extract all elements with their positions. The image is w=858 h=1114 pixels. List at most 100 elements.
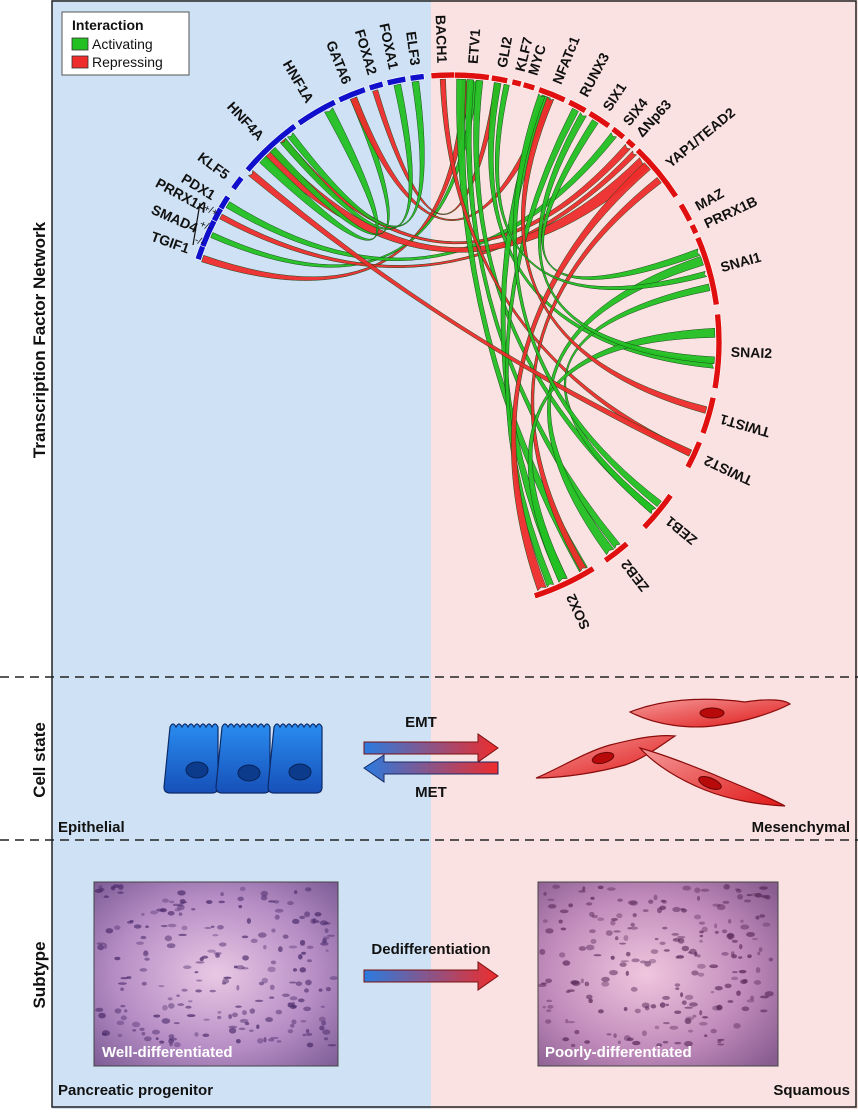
tissue-nucleus <box>665 1003 670 1007</box>
tissue-nucleus <box>307 959 312 963</box>
tissue-nucleus <box>248 1029 254 1032</box>
tissue-nucleus <box>161 1018 171 1024</box>
tissue-nucleus <box>300 939 306 946</box>
tissue-nucleus <box>114 956 121 961</box>
epithelial-cells <box>163 723 323 794</box>
tissue-nucleus <box>582 886 586 891</box>
tissue-nucleus <box>270 1036 279 1040</box>
tissue-nucleus <box>757 951 761 956</box>
tissue-nucleus <box>291 1001 295 1008</box>
tissue-nucleus <box>228 1025 238 1029</box>
tissue-nucleus <box>674 1010 682 1014</box>
tissue-nucleus <box>239 886 246 891</box>
tissue-nucleus <box>731 954 738 959</box>
tissue-nucleus <box>597 917 605 922</box>
tissue-nucleus <box>574 1029 580 1035</box>
tissue-nucleus <box>223 976 232 980</box>
tissue-nucleus <box>656 1043 663 1047</box>
tissue-nucleus <box>218 942 227 947</box>
tissue-nucleus <box>217 1010 222 1014</box>
mesenchymal-tf-arc <box>587 110 612 129</box>
epithelial-tf-label: ELF3 <box>403 30 423 66</box>
activating-link <box>259 107 379 241</box>
mesenchymal-tf-arc <box>454 71 490 81</box>
tissue-nucleus <box>722 900 730 904</box>
tissue-nucleus <box>194 1032 199 1037</box>
tissue-nucleus <box>287 901 294 906</box>
tissue-nucleus <box>547 1004 554 1009</box>
mesenchymal-nucleus <box>698 776 722 790</box>
tissue-nucleus <box>167 910 175 916</box>
tissue-nucleus <box>682 885 692 891</box>
tissue-nucleus <box>545 978 552 984</box>
tissue-nucleus <box>297 998 305 1003</box>
mesenchymal-tf-arc <box>537 86 567 104</box>
tissue-nucleus <box>740 924 750 930</box>
tissue-nucleus <box>238 905 243 909</box>
tissue-nucleus <box>746 893 753 897</box>
tissue-nucleus <box>168 900 175 904</box>
tissue-nucleus <box>562 1037 570 1042</box>
tissue-nucleus <box>118 884 124 890</box>
tissue-nucleus <box>273 900 280 904</box>
tissue-nucleus <box>303 1006 312 1012</box>
mesenchymal-tf-arc <box>430 71 455 80</box>
tissue-nucleus <box>605 930 613 936</box>
tissue-nucleus <box>194 971 199 974</box>
activating-link <box>563 283 711 515</box>
met-label: MET <box>415 784 447 801</box>
tissue-nucleus <box>291 1019 297 1025</box>
tissue-nucleus <box>160 924 168 928</box>
tissue-nucleus <box>543 891 547 896</box>
tissue-nucleus <box>177 890 186 896</box>
tissue-nucleus <box>662 995 671 1000</box>
tissue-nucleus <box>315 920 320 923</box>
mesenchymal-tf-arc <box>624 137 637 150</box>
activating-link <box>465 79 621 550</box>
tissue-nucleus <box>580 978 584 984</box>
legend-activating-label: Activating <box>92 36 153 52</box>
tissue-nucleus <box>97 944 105 951</box>
tissue-nucleus <box>750 995 755 1001</box>
tissue-nucleus <box>205 900 213 904</box>
tissue-nucleus <box>625 970 629 976</box>
tissue-nucleus <box>681 945 690 952</box>
tissue-nucleus <box>220 892 224 897</box>
tissue-nucleus <box>567 989 575 993</box>
tissue-nucleus <box>610 920 616 926</box>
tissue-nucleus <box>721 952 729 956</box>
tissue-nucleus <box>697 972 705 977</box>
tissue-nucleus <box>117 1033 123 1037</box>
tissue-nucleus <box>276 1040 282 1043</box>
tissue-nucleus <box>323 1037 329 1041</box>
tissue-nucleus <box>737 894 744 900</box>
repressing-link <box>264 147 650 253</box>
tissue-nucleus <box>172 903 180 907</box>
tissue-nucleus <box>733 1023 741 1029</box>
tissue-nucleus <box>271 928 276 933</box>
tissue-nucleus <box>232 1012 238 1018</box>
tissue-nucleus <box>140 935 147 940</box>
tissue-nucleus <box>760 1009 768 1013</box>
row-label-subtype: Subtype <box>30 941 49 1008</box>
tissue-nucleus <box>258 981 265 986</box>
tissue-nucleus <box>265 1017 273 1023</box>
tissue-nucleus <box>242 955 249 961</box>
epithelial-cell <box>163 723 219 794</box>
tissue-nucleus <box>610 955 615 960</box>
emt-label: EMT <box>405 714 437 731</box>
mesenchymal-tf-arc <box>684 440 703 470</box>
met-arrow: MET <box>363 754 499 801</box>
tissue-nucleus <box>155 1037 159 1041</box>
tissue-nucleus <box>120 977 129 980</box>
smad4-genotype-het: +/- <box>198 219 213 234</box>
tissue-nucleus <box>709 964 719 969</box>
legend: Interaction Activating Repressing <box>61 11 190 76</box>
tissue-nucleus <box>141 912 145 916</box>
tissue-nucleus <box>593 954 602 957</box>
tissue-nucleus <box>235 1005 242 1008</box>
tissue-nucleus <box>755 967 761 973</box>
mesenchymal-tf-label: GLI2 <box>494 35 515 69</box>
tissue-nucleus <box>178 912 183 916</box>
